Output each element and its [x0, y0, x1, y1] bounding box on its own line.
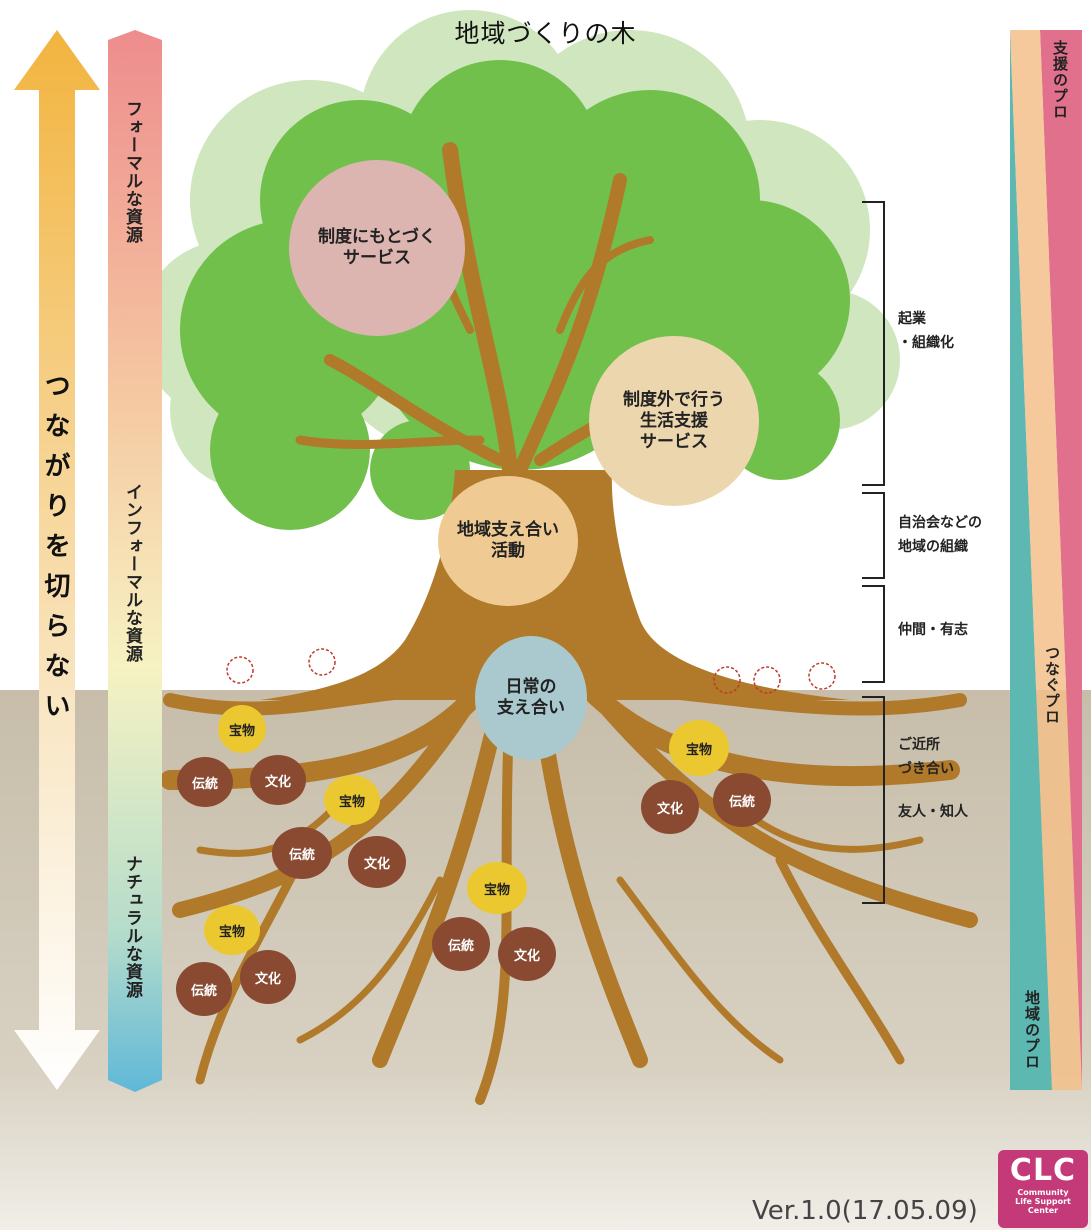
- formal-resource-label: フォーマルな資源: [120, 100, 145, 244]
- community-activity-circle: 地域支え合い 活動: [438, 476, 578, 606]
- tradition-node: 伝統: [432, 917, 490, 971]
- tradition-node: 伝統: [176, 962, 232, 1016]
- tradition-node: 伝統: [177, 757, 233, 807]
- support-pro-label: 支援のプロ: [1050, 40, 1071, 120]
- diagram-title: 地域づくりの木: [0, 14, 1091, 50]
- treasure-node: 宝物: [669, 720, 729, 776]
- treasure-node: 宝物: [467, 862, 527, 914]
- neighbors-level-label: ご近所 づき合い: [898, 733, 954, 781]
- culture-node: 文化: [641, 780, 699, 834]
- daily-support-circle: 日常の 支え合い: [475, 636, 587, 760]
- natural-resource-label: ナチュラルな資源: [120, 855, 145, 999]
- startup-level-label: 起業 ・組織化: [898, 307, 954, 355]
- tradition-node: 伝統: [272, 827, 332, 879]
- treasure-node: 宝物: [218, 705, 266, 753]
- tradition-node: 伝統: [713, 773, 771, 827]
- clc-logo: CLC Community Life Support Center: [998, 1150, 1088, 1228]
- peers-level-label: 仲間・有志: [898, 618, 968, 642]
- institutional-service-circle: 制度にもとづく サービス: [289, 160, 465, 336]
- culture-node: 文化: [498, 927, 556, 981]
- non-institutional-service-circle: 制度外で行う 生活支援 サービス: [589, 336, 759, 506]
- version-label: Ver.1.0(17.05.09): [752, 1196, 978, 1226]
- culture-node: 文化: [250, 755, 306, 805]
- connect-pro-label: つなぐプロ: [1042, 645, 1063, 725]
- local-pro-label: 地域のプロ: [1022, 990, 1043, 1070]
- culture-node: 文化: [348, 836, 406, 888]
- treasure-node: 宝物: [204, 905, 260, 955]
- informal-resource-label: インフォーマルな資源: [120, 483, 145, 663]
- culture-node: 文化: [240, 950, 296, 1004]
- community-org-level-label: 自治会などの 地域の組織: [898, 511, 982, 559]
- treasure-node: 宝物: [324, 775, 380, 825]
- friends-level-label: 友人・知人: [898, 800, 968, 824]
- connection-arrow-label: つながりを切らない: [37, 372, 74, 732]
